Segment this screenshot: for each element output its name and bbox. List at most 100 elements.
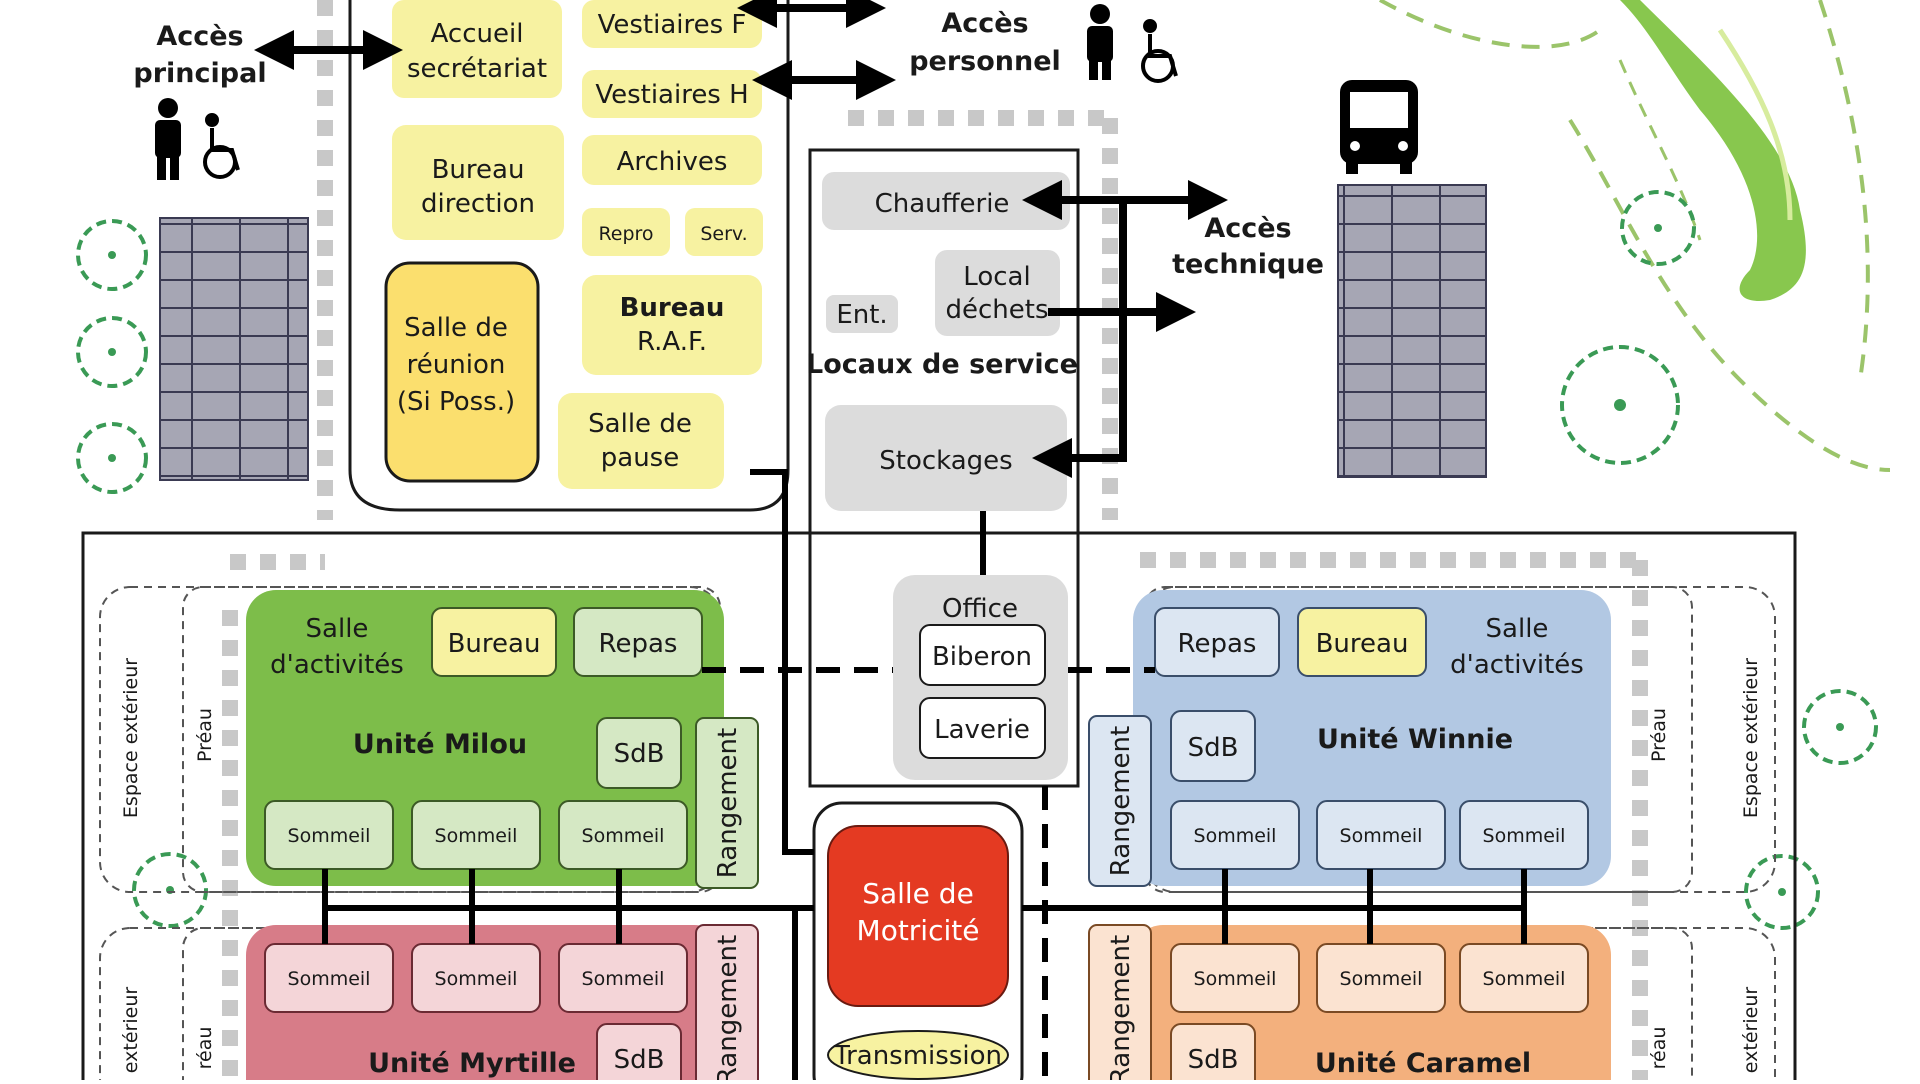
label-laverie: Laverie xyxy=(934,715,1030,745)
label-sdb-caramel: SdB xyxy=(1188,1045,1239,1075)
room-repro xyxy=(582,208,670,256)
label-bureau-raf-2: R.A.F. xyxy=(637,327,707,357)
label-bureau-direction-1: Bureau xyxy=(432,155,525,185)
label-sdb-myrtille: SdB xyxy=(614,1045,665,1075)
label-rangement-caramel: Rangement xyxy=(1106,935,1136,1080)
label-vestiaires-h: Vestiaires H xyxy=(595,80,748,110)
room-sdb-caramel xyxy=(1170,1023,1256,1084)
bus-icon xyxy=(1340,80,1418,174)
room-accueil xyxy=(392,0,562,98)
room-sommeil-milou-2 xyxy=(411,800,541,870)
label-preau-milou: Préau xyxy=(194,708,216,762)
wheelchair-icon xyxy=(203,113,240,179)
room-sommeil-caramel-2 xyxy=(1316,943,1446,1013)
label-stockages: Stockages xyxy=(879,446,1012,476)
label-rangement-winnie: Rangement xyxy=(1106,726,1136,876)
label-sommeil-myrtille-3: Sommeil xyxy=(582,968,665,990)
room-sommeil-caramel-1 xyxy=(1170,943,1300,1013)
label-sommeil-myrtille-1: Sommeil xyxy=(288,968,371,990)
room-chaufferie xyxy=(822,172,1070,230)
label-office: Office xyxy=(942,594,1018,624)
parking-lot-right xyxy=(1337,184,1487,478)
room-sdb-myrtille xyxy=(596,1023,682,1084)
label-bureau-winnie: Bureau xyxy=(1316,629,1409,659)
parking-lot-left xyxy=(159,217,309,481)
label-bureau-direction-2: direction xyxy=(421,189,535,219)
label-chaufferie: Chaufferie xyxy=(875,189,1010,219)
label-serv: Serv. xyxy=(700,223,747,245)
room-repas-winnie xyxy=(1154,607,1280,677)
label-unit-milou: Unité Milou xyxy=(353,729,527,760)
room-sommeil-winnie-2 xyxy=(1316,800,1446,870)
room-motricite xyxy=(827,825,1009,1007)
room-sommeil-milou-3 xyxy=(558,800,688,870)
label-repas-winnie: Repas xyxy=(1178,629,1257,659)
label-sommeil-caramel-3: Sommeil xyxy=(1483,968,1566,990)
room-rangement-caramel xyxy=(1088,924,1152,1084)
label-rangement-milou: Rangement xyxy=(713,728,743,878)
garden-path xyxy=(1568,118,1891,472)
label-rangement-myrtille: Rangement xyxy=(713,935,743,1080)
label-reunion-2: réunion xyxy=(407,350,506,380)
label-activites-milou-2: d'activités xyxy=(270,650,404,680)
label-acces-principal-2: principal xyxy=(133,58,266,89)
room-rangement-milou xyxy=(695,717,759,889)
service-block-outline xyxy=(808,148,1080,788)
label-motricite-2: Motricité xyxy=(857,914,980,947)
label-unit-myrtille: Unité Myrtille xyxy=(368,1048,576,1079)
room-pause xyxy=(558,393,724,489)
label-sommeil-winnie-2: Sommeil xyxy=(1340,825,1423,847)
label-activites-winnie-2: d'activités xyxy=(1450,650,1584,680)
label-accueil-1: Accueil xyxy=(431,19,524,49)
label-acces-technique-1: Accès xyxy=(1204,213,1291,244)
wheelchair-icon xyxy=(1141,19,1178,83)
room-biberon xyxy=(919,624,1046,686)
room-rangement-myrtille xyxy=(695,924,759,1084)
label-motricite-1: Salle de xyxy=(862,877,974,910)
label-pause-1: Salle de xyxy=(588,409,692,439)
room-reunion xyxy=(384,261,540,483)
room-repas-milou xyxy=(573,607,703,677)
room-sommeil-myrtille-3 xyxy=(558,943,688,1013)
label-sommeil-myrtille-2: Sommeil xyxy=(435,968,518,990)
room-laverie xyxy=(919,697,1046,759)
label-activites-milou-1: Salle xyxy=(306,614,369,644)
person-icon xyxy=(1087,4,1113,80)
label-ent: Ent. xyxy=(836,300,887,330)
green-brush-shape xyxy=(1620,0,1806,301)
label-repro: Repro xyxy=(598,223,653,245)
label-unit-caramel: Unité Caramel xyxy=(1315,1048,1531,1079)
label-sommeil-winnie-1: Sommeil xyxy=(1194,825,1277,847)
tree-icon xyxy=(76,190,1878,930)
label-espace-exterieur-milou: Espace extérieur xyxy=(120,658,142,818)
label-pause-2: pause xyxy=(601,443,679,473)
room-bureau-winnie xyxy=(1297,607,1427,677)
label-sdb-winnie: SdB xyxy=(1188,733,1239,763)
label-acces-personnel-1: Accès xyxy=(941,8,1028,39)
label-transmission: Transmission xyxy=(833,1041,1002,1071)
label-accueil-2: secrétariat xyxy=(407,54,547,84)
label-sommeil-milou-1: Sommeil xyxy=(288,825,371,847)
room-archives xyxy=(582,135,762,185)
person-icon xyxy=(155,98,181,180)
label-acces-principal-1: Accès xyxy=(156,21,243,52)
label-preau-caramel: réau xyxy=(1648,1027,1670,1070)
label-sommeil-caramel-1: Sommeil xyxy=(1194,968,1277,990)
label-repas-milou: Repas xyxy=(599,629,678,659)
label-sdb-milou: SdB xyxy=(614,739,665,769)
label-acces-personnel-2: personnel xyxy=(909,46,1061,77)
room-ent xyxy=(826,295,898,333)
label-reunion-1: Salle de xyxy=(404,313,508,343)
label-biberon: Biberon xyxy=(932,642,1032,672)
label-reunion-3: (Si Poss.) xyxy=(397,387,515,417)
room-vestiaires-f xyxy=(582,0,762,48)
room-vestiaires-h xyxy=(582,70,762,118)
label-sommeil-milou-3: Sommeil xyxy=(582,825,665,847)
room-transmission xyxy=(827,1030,1009,1080)
label-archives: Archives xyxy=(617,147,728,177)
room-sdb-milou xyxy=(596,717,682,789)
label-bureau-raf-1: Bureau xyxy=(620,293,725,323)
label-acces-technique-2: technique xyxy=(1172,249,1324,280)
